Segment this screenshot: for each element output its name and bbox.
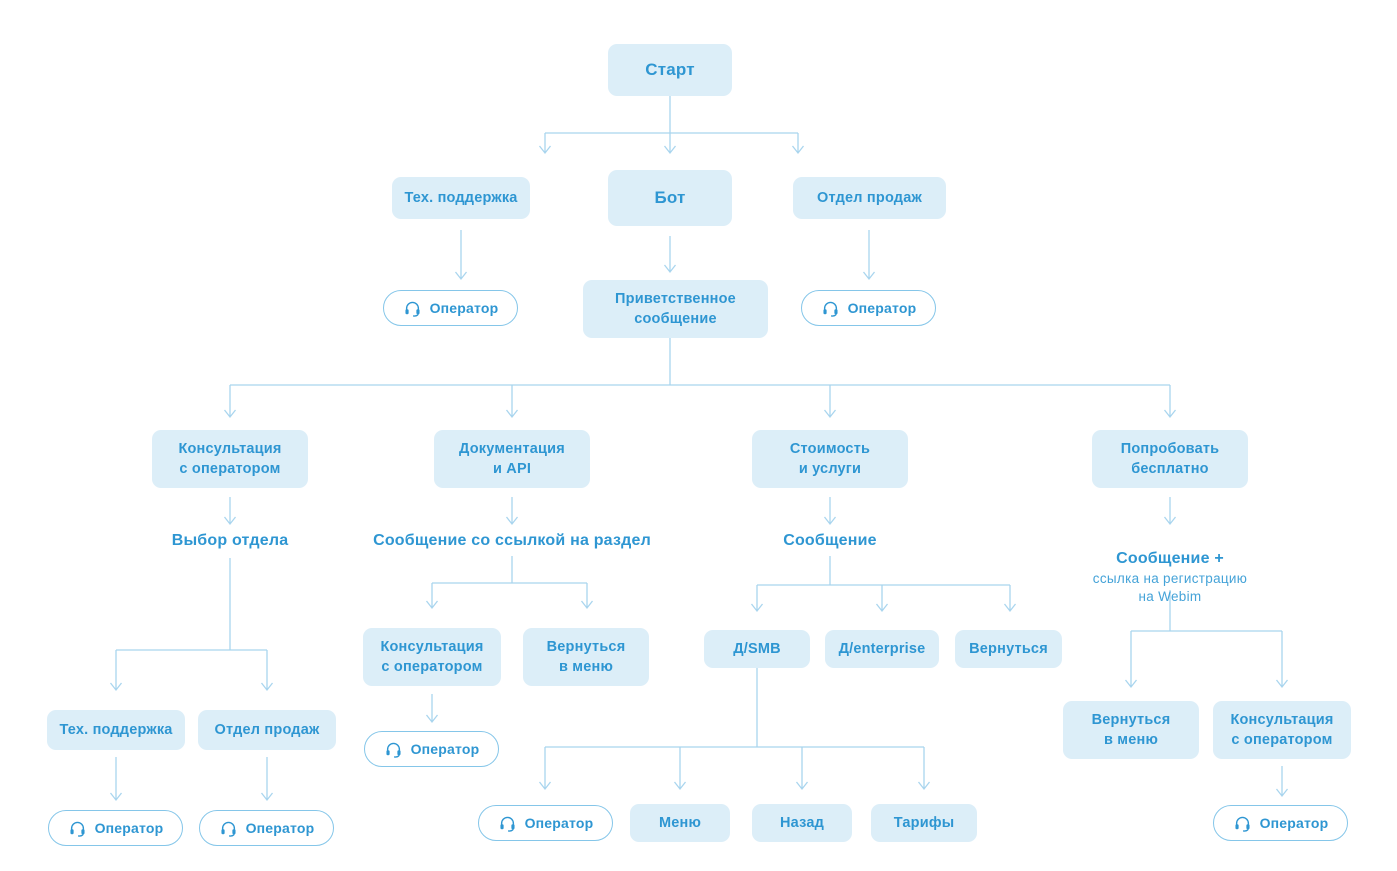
node-tech-support-top: Тех. поддержка [392, 177, 530, 219]
label-message: Сообщение [783, 532, 877, 549]
node-cost-services: Стоимость и услуги [752, 430, 908, 488]
operator-label: Оператор [524, 815, 594, 831]
operator-pill-smb: Оператор [478, 805, 613, 841]
node-try-free: Попробовать бесплатно [1092, 430, 1248, 488]
operator-pill-sales-bottom: Оператор [199, 810, 334, 846]
operator-label: Оператор [847, 300, 917, 316]
headset-icon [1235, 816, 1250, 832]
label-link-message: Сообщение со ссылкой на раздел [373, 532, 651, 549]
node-consult-operator-2: Консультация с оператором [363, 628, 501, 686]
node-sales-dept-bottom: Отдел продаж [198, 710, 336, 750]
node-menu: Меню [630, 804, 730, 842]
operator-pill-tech-support: Оператор [383, 290, 518, 326]
operator-label: Оператор [1259, 815, 1329, 831]
node-consult-operator-1: Консультация с оператором [152, 430, 308, 488]
operator-label: Оператор [410, 741, 480, 757]
operator-label: Оператор [94, 820, 164, 836]
operator-pill-sales: Оператор [801, 290, 936, 326]
label-dept-choice: Выбор отдела [171, 532, 289, 549]
label-message-plus: Сообщение + ссылка на регистрацию на Web… [1093, 532, 1247, 624]
node-sales-dept-top: Отдел продаж [793, 177, 946, 219]
node-docs-api: Документация и API [434, 430, 590, 488]
headset-icon [70, 821, 85, 837]
node-back-to-menu-2: Вернуться в меню [1063, 701, 1199, 759]
node-back-to-menu-1: Вернуться в меню [523, 628, 649, 686]
node-start: Старт [608, 44, 732, 96]
label-message-plus-title: Сообщение + [1116, 550, 1224, 567]
headset-icon [405, 301, 420, 317]
headset-icon [823, 301, 838, 317]
operator-pill-tech-support-bottom: Оператор [48, 810, 183, 846]
node-bot: Бот [608, 170, 732, 226]
operator-label: Оператор [245, 820, 315, 836]
node-back-single: Вернуться [955, 630, 1062, 668]
node-consult-operator-3: Консультация с оператором [1213, 701, 1351, 759]
node-back: Назад [752, 804, 852, 842]
headset-icon [500, 816, 515, 832]
node-welcome-message: Приветственное сообщение [583, 280, 768, 338]
node-tech-support-bottom: Тех. поддержка [47, 710, 185, 750]
node-d-enterprise: Д/enterprise [825, 630, 939, 668]
operator-label: Оператор [429, 300, 499, 316]
label-registration-link: ссылка на регистрацию на Webim [1092, 571, 1248, 605]
headset-icon [386, 742, 401, 758]
headset-icon [221, 821, 236, 837]
node-tariffs: Тарифы [871, 804, 977, 842]
node-d-smb: Д/SMB [704, 630, 810, 668]
operator-pill-docs: Оператор [364, 731, 499, 767]
operator-pill-trial: Оператор [1213, 805, 1348, 841]
